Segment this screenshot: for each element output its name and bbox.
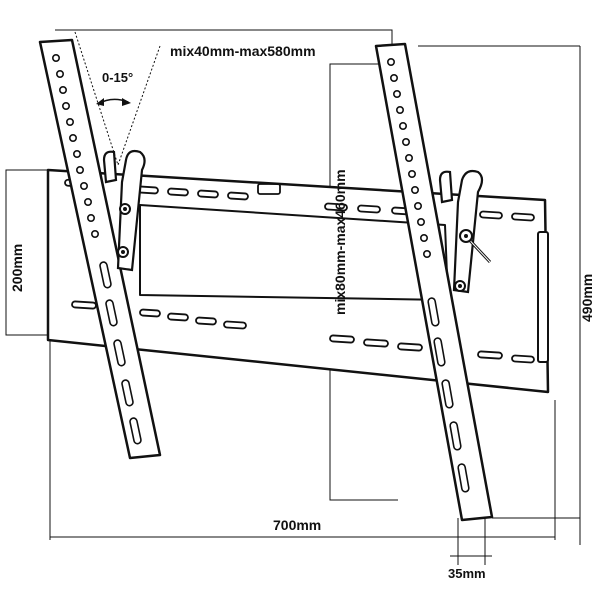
plate-height-label: 200mm: [9, 244, 25, 292]
locking-knob-icon: [117, 203, 131, 258]
left-arm: [38, 38, 162, 460]
top-rail-slots: [64, 178, 535, 222]
right-end-slot: [537, 231, 549, 363]
curved-double-arrow-icon: [96, 98, 131, 106]
tilt-cone: [74, 31, 161, 166]
arm-width-label: 35mm: [448, 566, 486, 581]
right-arm: [374, 42, 494, 522]
height-range-label: mix80mm-max460mm: [332, 169, 348, 315]
width-range-label: mix40mm-max580mm: [170, 43, 316, 59]
left-hook: [102, 149, 146, 272]
level-bubble: [257, 183, 281, 195]
right-lock-handle: [454, 229, 492, 292]
tilt-range-label: 0-15°: [102, 70, 133, 85]
overall-width-label: 700mm: [273, 517, 321, 533]
overall-height-label: 490mm: [579, 274, 595, 322]
bottom-rail-slots: [71, 300, 535, 364]
